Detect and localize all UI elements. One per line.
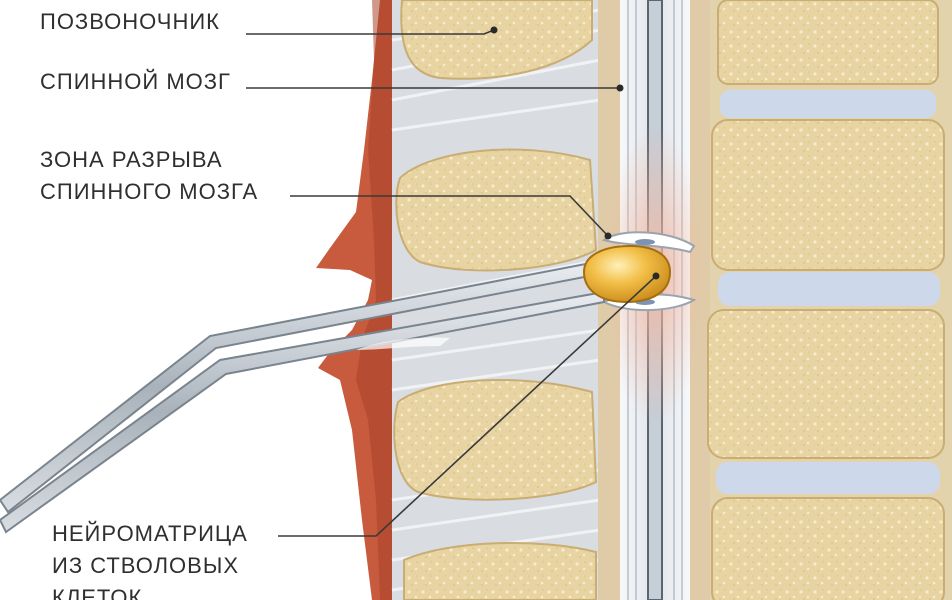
label-rupture-zone-line2: СПИННОГО МОЗГА bbox=[40, 178, 258, 206]
vertebral-bodies bbox=[708, 0, 944, 600]
label-spine: ПОЗВОНОЧНИК bbox=[40, 8, 220, 36]
label-rupture-zone-line1: ЗОНА РАЗРЫВА bbox=[40, 146, 223, 174]
label-neuromatrix-line1: НЕЙРОМАТРИЦА bbox=[52, 520, 248, 548]
label-spinal-cord: СПИННОЙ МОЗГ bbox=[40, 68, 231, 96]
label-neuromatrix-line3: КЛЕТОК bbox=[52, 584, 142, 600]
label-neuromatrix-line2: ИЗ СТВОЛОВЫХ bbox=[52, 552, 239, 580]
